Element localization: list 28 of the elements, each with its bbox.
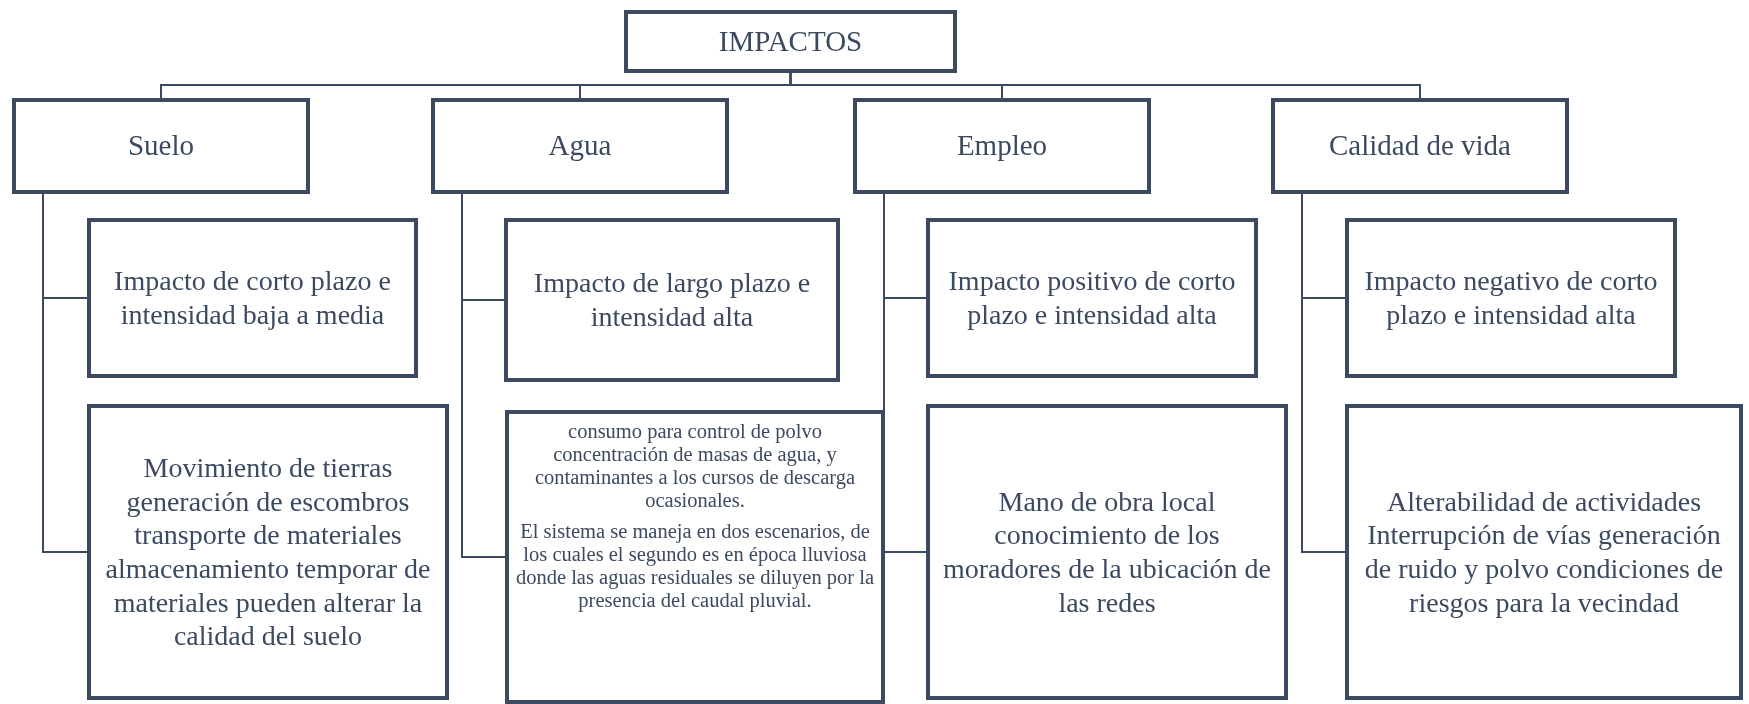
text-box <box>624 10 957 73</box>
text-box <box>1345 404 1743 700</box>
connector-line <box>789 72 1421 99</box>
text-box <box>926 404 1288 700</box>
box-text: Agua <box>548 129 612 163</box>
box-text: IMPACTOS <box>718 24 863 59</box>
box-text: Suelo <box>127 129 195 163</box>
box-text: Empleo <box>956 129 1048 163</box>
box-text: El sistema se maneja en dos escenarios, de los cuales el segundo es en época lluviosa donde las aguas residuales se diluyen por la presencia del caudal pluvial. <box>514 519 876 612</box>
text-box <box>431 98 729 194</box>
text-box <box>1271 98 1569 194</box>
text-box <box>505 410 885 704</box>
text-box <box>87 404 449 700</box>
text-box <box>1345 218 1677 378</box>
box-text: Impacto de largo plazo e intensidad alta <box>532 266 812 334</box>
text-box <box>926 218 1258 378</box>
box-text: Calidad de vida <box>1329 129 1511 163</box>
text-box <box>87 218 418 378</box>
box-text: Alterabilidad de actividades Interrupción de vías generación de ruido y polvo condiciones de riesgos para la vecindad <box>1363 484 1725 620</box>
box-text: Mano de obra local conocimiento de los moradores de la ubicación de las redes <box>941 484 1273 620</box>
text-box <box>12 98 310 194</box>
box-text: consumo para control de polvo concentración de masas de agua, y contaminantes a los cursos de descarga ocasionales. <box>533 420 857 512</box>
text-box <box>853 98 1151 194</box>
box-text: Impacto de corto plazo e intensidad baja a media <box>113 264 392 332</box>
text-box <box>504 218 840 382</box>
box-text: Movimiento de tierras generación de escombros transporte de materiales almacenamiento temporar de materiales pueden alterar la calidad del suelo <box>104 451 432 653</box>
box-text: Impacto positivo de corto plazo e intensidad alta <box>947 264 1237 332</box>
box-text: Impacto negativo de corto plazo e intensidad alta <box>1363 264 1659 332</box>
